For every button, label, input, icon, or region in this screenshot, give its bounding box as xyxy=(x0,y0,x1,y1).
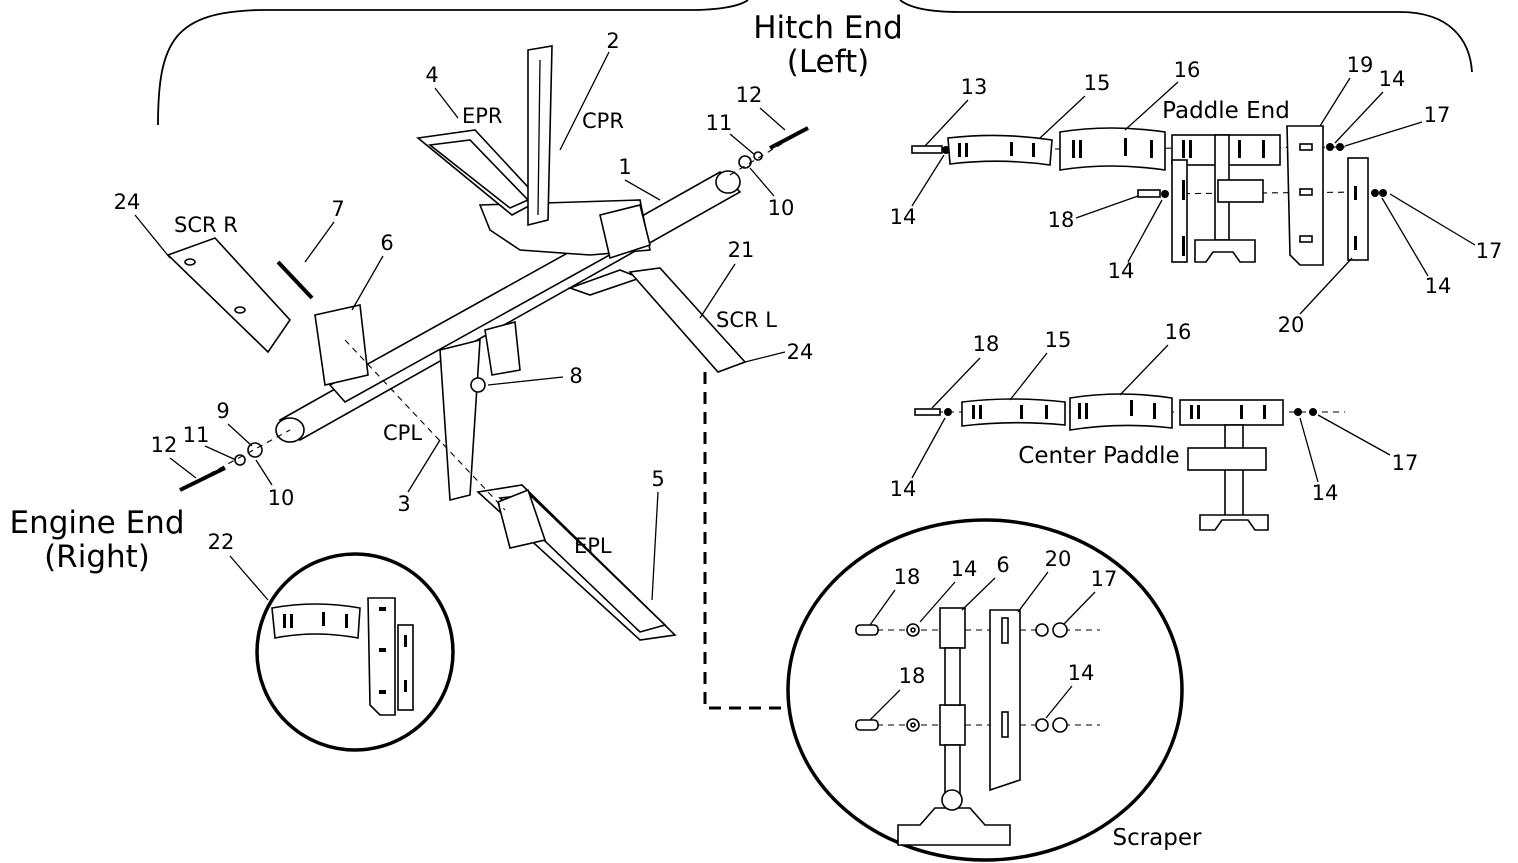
callout-6: 6 xyxy=(380,231,393,255)
scraper-title: Scraper xyxy=(1112,825,1202,851)
code-scr-l: SCR L xyxy=(716,308,777,332)
code-epr: EPR xyxy=(462,104,503,128)
scraper-detail: 18 14 6 20 17 18 14 Scraper xyxy=(786,518,1202,862)
callout-17-paddle-end-b: 17 xyxy=(1476,239,1503,263)
callout-24-right: 24 xyxy=(787,340,814,364)
callout-18-center: 18 xyxy=(973,332,1000,356)
callout-4: 4 xyxy=(425,63,438,87)
callout-7: 7 xyxy=(331,197,344,221)
callout-12-right: 12 xyxy=(736,83,763,107)
callout-12-left: 12 xyxy=(151,433,178,457)
callout-19: 19 xyxy=(1347,53,1374,77)
paddle-end-group: Paddle End xyxy=(890,53,1503,337)
callout-15-paddle-end: 15 xyxy=(1084,71,1111,95)
callout-14-paddle-end-c: 14 xyxy=(1108,259,1135,283)
callout-3: 3 xyxy=(397,492,410,516)
code-scr-r: SCR R xyxy=(174,213,238,237)
callout-11-right: 11 xyxy=(706,111,733,135)
paddle-kit-circle: 22 xyxy=(208,530,455,752)
callout-14-paddle-end-a: 14 xyxy=(1379,67,1406,91)
callout-18-scraper-a: 18 xyxy=(894,565,921,589)
callout-24-left: 24 xyxy=(114,190,141,214)
code-epl: EPL xyxy=(574,534,612,558)
callout-13: 13 xyxy=(961,75,988,99)
code-cpr: CPR xyxy=(582,109,624,133)
callout-21: 21 xyxy=(728,238,755,262)
callout-14-center-a: 14 xyxy=(890,477,917,501)
callout-14-scraper-b: 14 xyxy=(1068,661,1095,685)
callout-16-paddle-end: 16 xyxy=(1174,58,1201,82)
main-assembly xyxy=(166,45,809,641)
scraper-connector xyxy=(703,372,790,710)
code-cpl: CPL xyxy=(383,421,422,445)
engine-end-subtitle: (Right) xyxy=(44,539,150,575)
main-callouts: 2 4 EPR CPR 1 12 11 10 24 SCR R 7 6 21 S… xyxy=(114,29,814,601)
paddle-end-title: Paddle End xyxy=(1162,98,1290,124)
callout-18-paddle-end: 18 xyxy=(1048,208,1075,232)
callout-14-paddle-end-b: 14 xyxy=(890,205,917,229)
callout-17-center: 17 xyxy=(1392,451,1419,475)
callout-17-scraper: 17 xyxy=(1091,567,1118,591)
callout-20-scraper: 20 xyxy=(1045,547,1072,571)
callout-11-left: 11 xyxy=(183,423,210,447)
engine-end-title: Engine End xyxy=(9,505,184,541)
brace-bracket xyxy=(157,0,1473,126)
callout-9: 9 xyxy=(216,399,229,423)
hitch-end-title: Hitch End xyxy=(753,10,903,46)
callout-10-left: 10 xyxy=(268,486,295,510)
callout-5: 5 xyxy=(651,467,664,491)
callout-17-paddle-end-a: 17 xyxy=(1424,103,1451,127)
callout-6-scraper: 6 xyxy=(996,553,1009,577)
callout-14-paddle-end-d: 14 xyxy=(1425,274,1452,298)
callout-2: 2 xyxy=(606,29,619,53)
callout-14-scraper-a: 14 xyxy=(951,557,978,581)
center-paddle-group: Center Paddle 18 15 16 14 17 14 xyxy=(890,320,1419,531)
center-paddle-title: Center Paddle xyxy=(1018,443,1179,469)
callout-18-scraper-b: 18 xyxy=(899,664,926,688)
callout-22: 22 xyxy=(208,530,235,554)
callout-14-center-b: 14 xyxy=(1312,481,1339,505)
callout-16-center: 16 xyxy=(1165,320,1192,344)
hitch-end-subtitle: (Left) xyxy=(787,44,870,80)
callout-8: 8 xyxy=(569,364,582,388)
callout-15-center: 15 xyxy=(1045,328,1072,352)
callout-20-paddle-end: 20 xyxy=(1278,313,1305,337)
callout-1: 1 xyxy=(618,155,631,179)
callout-10-right: 10 xyxy=(768,196,795,220)
